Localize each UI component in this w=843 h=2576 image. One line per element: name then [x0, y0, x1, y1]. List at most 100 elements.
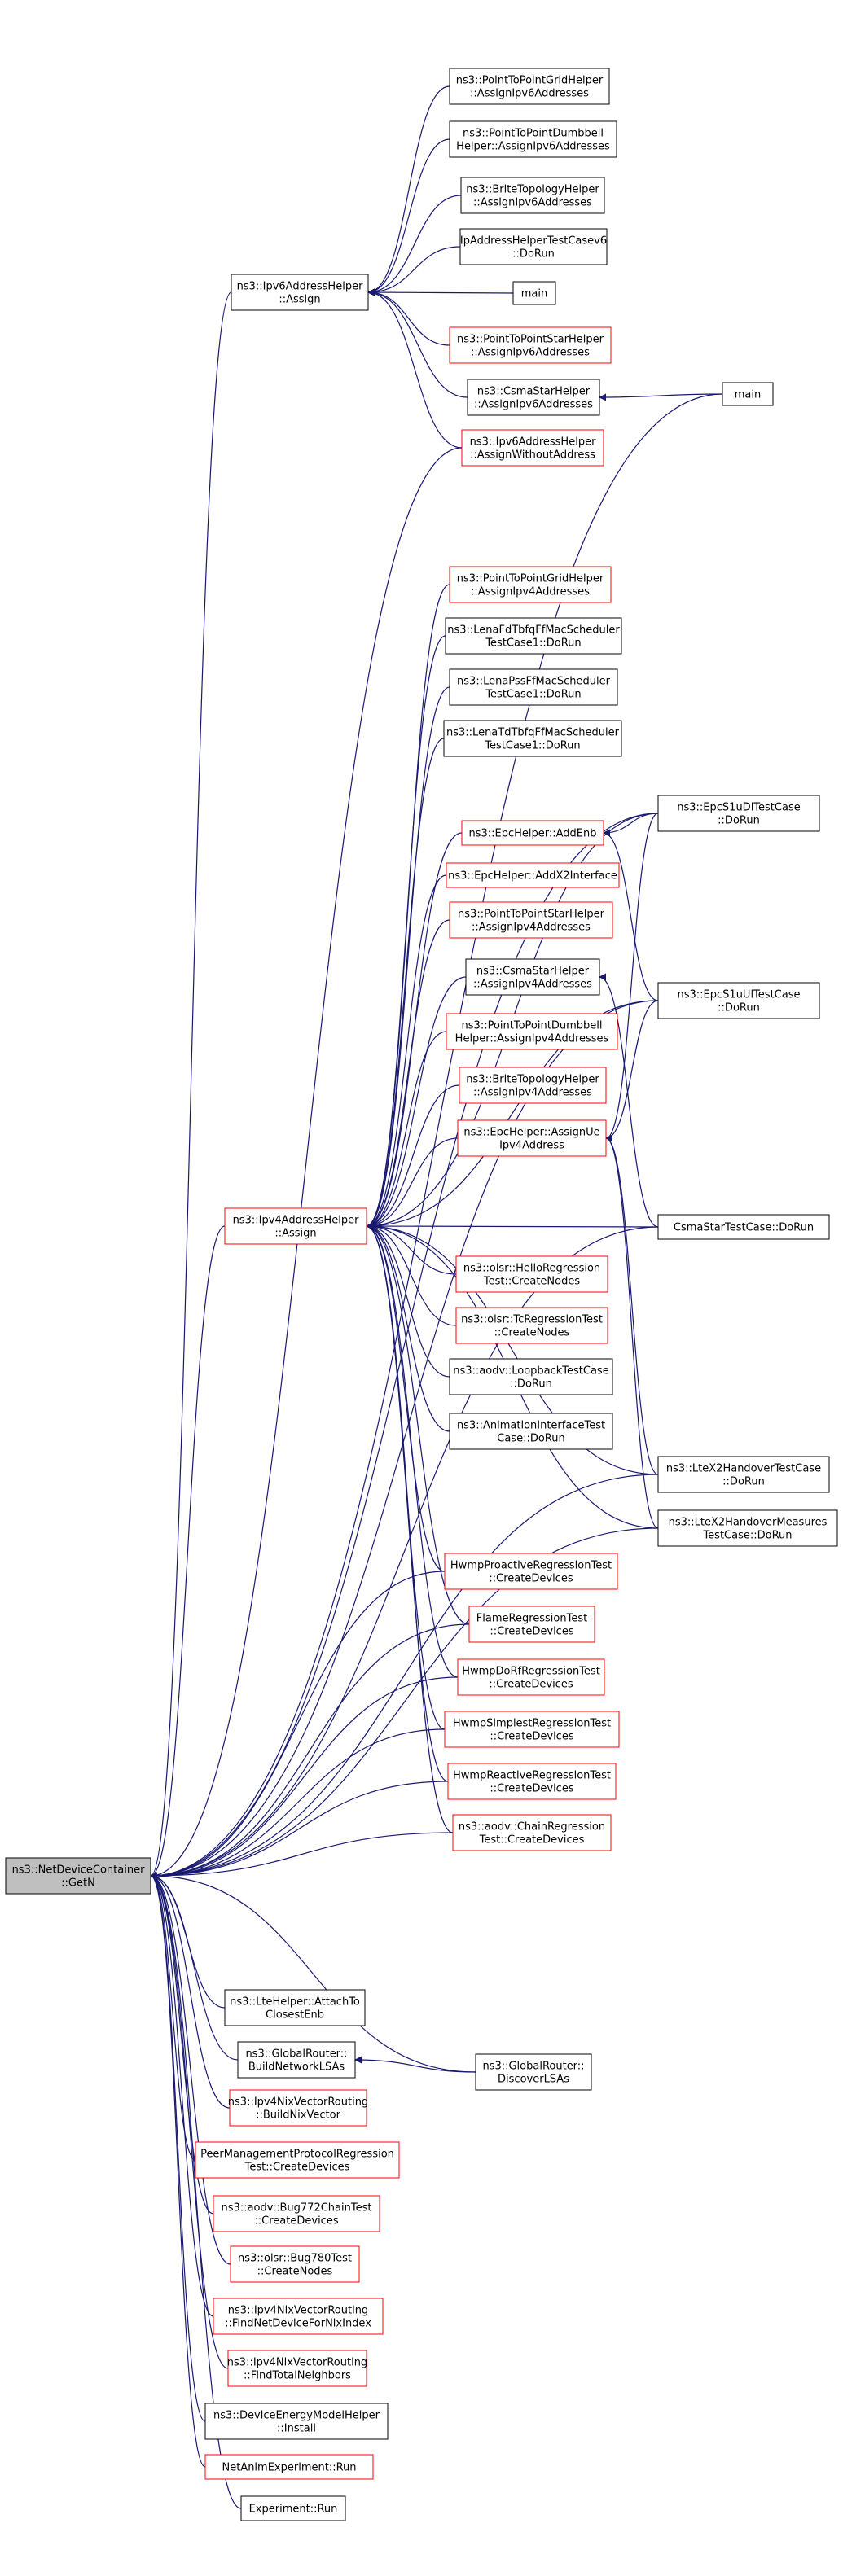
function-node[interactable]: ns3::LteX2HandoverTestCase::DoRun: [657, 1456, 830, 1493]
node-label: DiscoverLSAs: [498, 2074, 569, 2086]
function-node[interactable]: ns3::Ipv4AddressHelper::Assign: [224, 1207, 367, 1245]
function-node[interactable]: FlameRegressionTest::CreateDevices: [468, 1606, 595, 1643]
function-node[interactable]: ns3::BriteTopologyHelper::AssignIpv6Addr…: [460, 177, 605, 214]
function-node[interactable]: ns3::CsmaStarHelper::AssignIpv4Addresses: [465, 958, 600, 996]
function-node[interactable]: main: [512, 281, 556, 305]
call-edge: [150, 1872, 206, 2468]
node-label: ns3::LteX2HandoverMeasures: [669, 1517, 828, 1529]
node-label: ::CreateDevices: [489, 1679, 573, 1691]
call-edge: [150, 1781, 449, 1880]
function-node[interactable]: main: [722, 382, 774, 406]
function-node[interactable]: CsmaStarTestCase::DoRun: [657, 1214, 830, 1240]
node-label: Ipv4Address: [499, 1140, 564, 1152]
function-node[interactable]: ns3::olsr::HelloRegressionTest::CreateNo…: [455, 1255, 608, 1293]
call-edge: [150, 1527, 659, 1880]
call-edge: [605, 1134, 659, 1475]
function-node[interactable]: ns3::Ipv4NixVectorRouting::FindTotalNeig…: [227, 2350, 367, 2387]
call-edge: [367, 85, 450, 296]
function-node[interactable]: ns3::LenaPssFfMacSchedulerTestCase1::DoR…: [449, 668, 618, 706]
function-node[interactable]: ns3::aodv::LoopbackTestCase::DoRun: [449, 1358, 613, 1395]
node-box: [449, 901, 613, 939]
function-node[interactable]: ns3::EpcS1uUlTestCase::DoRun: [657, 982, 820, 1019]
call-edge: [150, 1872, 229, 2369]
node-box: [224, 1207, 367, 1245]
node-label: Helper::AssignIpv6Addresses: [456, 141, 610, 153]
call-edge: [599, 973, 659, 1228]
node-label: ns3::EpcS1uUlTestCase: [678, 989, 801, 1001]
node-label: HwmpProactiveRegressionTest: [450, 1560, 612, 1572]
call-edge: [150, 1571, 446, 1880]
function-node[interactable]: ns3::PointToPointStarHelper::AssignIpv4A…: [449, 901, 613, 939]
function-node[interactable]: ns3::PointToPointGridHelper::AssignIpv4A…: [449, 566, 612, 603]
node-label: ns3::DeviceEnergyModelHelper: [213, 2410, 380, 2422]
node-box: [722, 382, 774, 406]
function-node[interactable]: HwmpProactiveRegressionTest::CreateDevic…: [444, 1553, 618, 1590]
node-label: ns3::Ipv4NixVectorRouting: [228, 2305, 368, 2317]
node-box: [240, 2495, 346, 2521]
node-label: ns3::CsmaStarHelper: [476, 966, 590, 978]
node-box: [204, 2454, 374, 2480]
node-label: ns3::LteX2HandoverTestCase: [666, 1463, 821, 1475]
function-node[interactable]: ns3::PointToPointGridHelper::AssignIpv6A…: [449, 68, 610, 105]
function-node[interactable]: ns3::aodv::Bug772ChainTest::CreateDevice…: [213, 2195, 380, 2232]
function-node[interactable]: ns3::DeviceEnergyModelHelper::Install: [204, 2403, 389, 2440]
node-label: ns3::PointToPointStarHelper: [458, 909, 605, 921]
function-node[interactable]: Experiment::Run: [240, 2495, 346, 2521]
node-label: CsmaStarTestCase::DoRun: [674, 1222, 814, 1234]
call-edge: [150, 1225, 226, 1880]
node-box: [657, 1509, 838, 1547]
node-box: [475, 2053, 592, 2091]
function-node[interactable]: ns3::Ipv4NixVectorRouting::FindNetDevice…: [213, 2298, 384, 2335]
function-node[interactable]: ns3::LteX2HandoverMeasuresTestCase::DoRu…: [657, 1509, 838, 1547]
function-node[interactable]: PeerManagementProtocolRegressionTest::Cr…: [195, 2141, 400, 2179]
node-box: [195, 2141, 400, 2179]
function-node[interactable]: ns3::BriteTopologyHelper::AssignIpv4Addr…: [459, 1067, 607, 1104]
function-node[interactable]: ns3::CsmaStarHelper::AssignIpv6Addresses: [467, 379, 600, 416]
function-node[interactable]: ns3::aodv::ChainRegressionTest::CreateDe…: [452, 1814, 612, 1851]
function-node[interactable]: ns3::PointToPointDumbbellHelper::AssignI…: [449, 120, 617, 158]
node-label: PeerManagementProtocolRegression: [200, 2149, 394, 2161]
function-node[interactable]: ns3::GlobalRouter::BuildNetworkLSAs: [237, 2041, 356, 2079]
call-edge: [366, 1137, 459, 1230]
node-box: [457, 1119, 607, 1157]
node-label: ns3::LenaFdTbfqFfMacScheduler: [447, 624, 620, 637]
function-node[interactable]: ns3::Ipv6AddressHelper::Assign: [231, 274, 369, 311]
function-node[interactable]: HwmpDoRfRegressionTest::CreateDevices: [457, 1658, 605, 1696]
call-edge: [150, 1872, 214, 2317]
function-node[interactable]: ns3::olsr::TcRegressionTest::CreateNodes: [455, 1307, 608, 1344]
function-node[interactable]: ns3::olsr::Bug780Test::CreateNodes: [230, 2245, 360, 2283]
function-node[interactable]: ns3::LenaTdTbfqFfMacSchedulerTestCase1::…: [443, 720, 622, 757]
node-box: [444, 1711, 620, 1748]
node-box: [449, 668, 618, 706]
function-node[interactable]: NetAnimExperiment::Run: [204, 2454, 374, 2480]
function-node[interactable]: ns3::EpcHelper::AddEnb: [461, 820, 604, 846]
function-node[interactable]: HwmpReactiveRegressionTest::CreateDevice…: [447, 1763, 617, 1800]
function-node[interactable]: HwmpSimplestRegressionTest::CreateDevice…: [444, 1711, 620, 1748]
node-label: IpAddressHelperTestCasev6: [460, 235, 607, 248]
call-edge: [367, 288, 450, 346]
node-label: ::AssignIpv4Addresses: [473, 1087, 592, 1099]
function-node[interactable]: ns3::EpcS1uDlTestCase::DoRun: [657, 795, 820, 832]
node-label: ::AssignIpv6Addresses: [470, 88, 589, 100]
node-box: [657, 982, 820, 1019]
function-node[interactable]: ns3::Ipv6AddressHelper::AssignWithoutAdd…: [461, 429, 604, 467]
node-label: ns3::GlobalRouter::: [482, 2061, 584, 2073]
node-box: [213, 2195, 380, 2232]
node-label: ns3::aodv::ChainRegression: [459, 1821, 605, 1833]
call-edge: [366, 1222, 457, 1275]
function-node[interactable]: ns3::PointToPointStarHelper::AssignIpv6A…: [449, 326, 612, 364]
call-edge: [366, 1222, 659, 1475]
function-node[interactable]: IpAddressHelperTestCasev6::DoRun: [459, 228, 608, 265]
function-node[interactable]: ns3::EpcHelper::AddX2Interface: [446, 862, 620, 888]
function-node[interactable]: ns3::GlobalRouter::DiscoverLSAs: [475, 2053, 592, 2091]
node-box: [449, 326, 612, 364]
node-label: ns3::PointToPointDumbbell: [462, 1020, 603, 1032]
function-node[interactable]: ns3::PointToPointDumbbellHelper::AssignI…: [446, 1013, 618, 1050]
function-node[interactable]: ns3::LenaFdTbfqFfMacSchedulerTestCase1::…: [445, 617, 622, 655]
node-label: ns3::LenaTdTbfqFfMacScheduler: [446, 727, 620, 739]
function-node[interactable]: ns3::Ipv4NixVectorRouting::BuildNixVecto…: [228, 2089, 368, 2127]
node-box: [237, 2041, 356, 2079]
